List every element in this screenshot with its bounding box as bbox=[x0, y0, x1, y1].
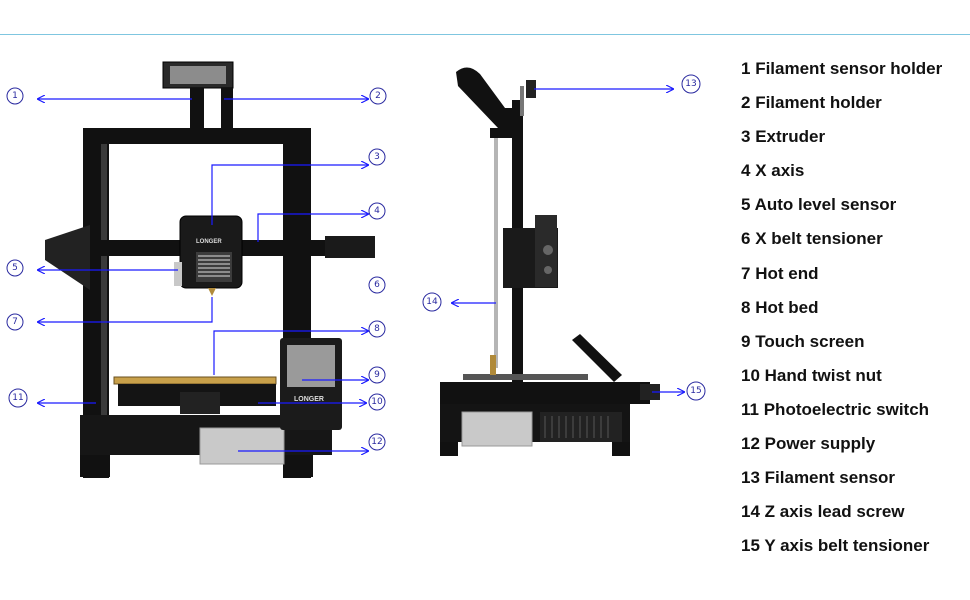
screen-logo: LONGER bbox=[294, 396, 324, 403]
marker-3-num: 3 bbox=[374, 152, 380, 162]
legend-item: 13 Filament sensor bbox=[741, 468, 896, 488]
front-view: LONGER LONGER bbox=[38, 61, 375, 478]
marker-14-num: 14 bbox=[426, 297, 438, 307]
marker-10 bbox=[368, 393, 386, 411]
marker-2 bbox=[369, 87, 387, 105]
side-view bbox=[440, 67, 684, 456]
legend-item: 7 Hot end bbox=[741, 263, 819, 283]
extruder-logo: LONGER bbox=[196, 239, 222, 245]
marker-13 bbox=[681, 74, 701, 94]
marker-15 bbox=[686, 381, 706, 401]
marker-8 bbox=[368, 320, 386, 338]
legend-item: 8 Hot bed bbox=[741, 297, 819, 317]
marker-10-num: 10 bbox=[371, 397, 383, 407]
front-touch-screen: LONGER bbox=[280, 338, 342, 430]
legend-item: 1 Filament sensor holder bbox=[741, 59, 943, 78]
marker-12 bbox=[368, 433, 386, 451]
marker-7-num: 7 bbox=[12, 317, 18, 327]
side-y-belt-tensioner bbox=[640, 384, 660, 400]
header-rule bbox=[0, 34, 970, 35]
legend-item: 11 Photoelectric switch bbox=[741, 399, 930, 419]
marker-6 bbox=[368, 276, 386, 294]
marker-12-num: 12 bbox=[371, 437, 382, 447]
side-filament-sensor bbox=[526, 80, 536, 98]
parts-legend: 1 Filament sensor holder 2 Filament hold… bbox=[741, 58, 970, 569]
marker-13-num: 13 bbox=[685, 79, 696, 89]
marker-9 bbox=[368, 366, 386, 384]
marker-5-num: 5 bbox=[12, 263, 18, 273]
legend-item: 3 Extruder bbox=[741, 127, 826, 147]
side-base bbox=[440, 382, 650, 404]
marker-8-num: 8 bbox=[374, 324, 380, 334]
side-power-supply bbox=[461, 411, 533, 447]
marker-5 bbox=[6, 259, 24, 277]
front-top-beam bbox=[83, 128, 311, 144]
marker-7 bbox=[6, 313, 24, 331]
side-spool-holder bbox=[456, 67, 522, 128]
front-hot-bed bbox=[113, 376, 277, 385]
front-extruder: LONGER bbox=[174, 215, 243, 296]
marker-1-num: 1 bbox=[12, 91, 18, 101]
side-touch-screen bbox=[572, 334, 622, 382]
marker-3 bbox=[368, 148, 386, 166]
legend-item: 2 Filament holder bbox=[741, 93, 882, 113]
legend-item: 5 Auto level sensor bbox=[741, 195, 897, 215]
front-power-supply bbox=[199, 427, 285, 465]
legend-item: 12 Power supply bbox=[741, 434, 876, 454]
side-z-lead-screw bbox=[494, 138, 498, 368]
marker-15-num: 15 bbox=[690, 386, 701, 396]
legend-item: 4 X axis bbox=[741, 161, 805, 181]
callout-markers bbox=[6, 74, 706, 451]
legend-item: 9 Touch screen bbox=[741, 331, 865, 351]
marker-11 bbox=[8, 388, 28, 408]
marker-14 bbox=[422, 292, 442, 312]
marker-4 bbox=[368, 202, 386, 220]
marker-11-num: 11 bbox=[12, 393, 23, 403]
legend-item: 10 Hand twist nut bbox=[741, 365, 882, 385]
legend-item: 15 Y axis belt tensioner bbox=[741, 536, 930, 556]
legend-item: 6 X belt tensioner bbox=[741, 229, 883, 249]
marker-6-num: 6 bbox=[374, 280, 380, 290]
marker-4-num: 4 bbox=[374, 206, 380, 216]
legend-item: 14 Z axis lead screw bbox=[741, 502, 905, 522]
marker-2-num: 2 bbox=[375, 91, 381, 101]
marker-1 bbox=[6, 87, 24, 105]
printer-diagram: LONGER LONGER bbox=[6, 61, 706, 478]
marker-9-num: 9 bbox=[374, 370, 380, 380]
